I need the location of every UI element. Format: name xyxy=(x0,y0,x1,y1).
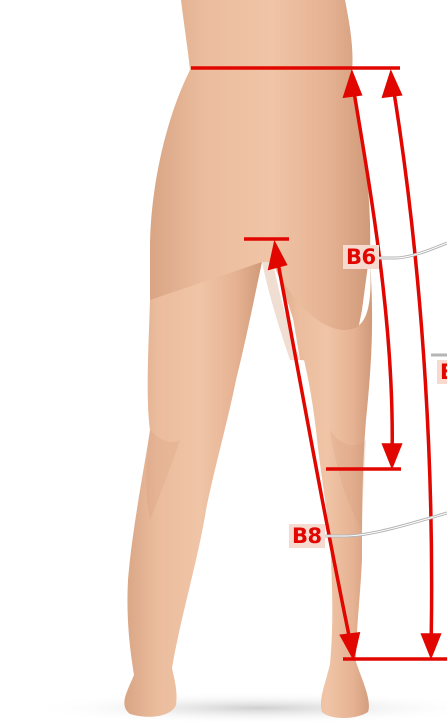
label-b6: B6 xyxy=(343,245,379,269)
b7-arrow-line xyxy=(392,80,432,650)
label-b7: B xyxy=(437,360,447,384)
label-b8: B8 xyxy=(289,524,325,548)
b7-arrowhead-top xyxy=(384,74,400,96)
b6-arrowhead-bottom xyxy=(384,445,400,465)
left-leg xyxy=(124,262,262,717)
b7-arrowhead-bottom xyxy=(423,635,439,655)
b6-leader xyxy=(370,243,447,258)
body-silhouette xyxy=(124,0,372,718)
floor-shadow xyxy=(28,692,447,724)
